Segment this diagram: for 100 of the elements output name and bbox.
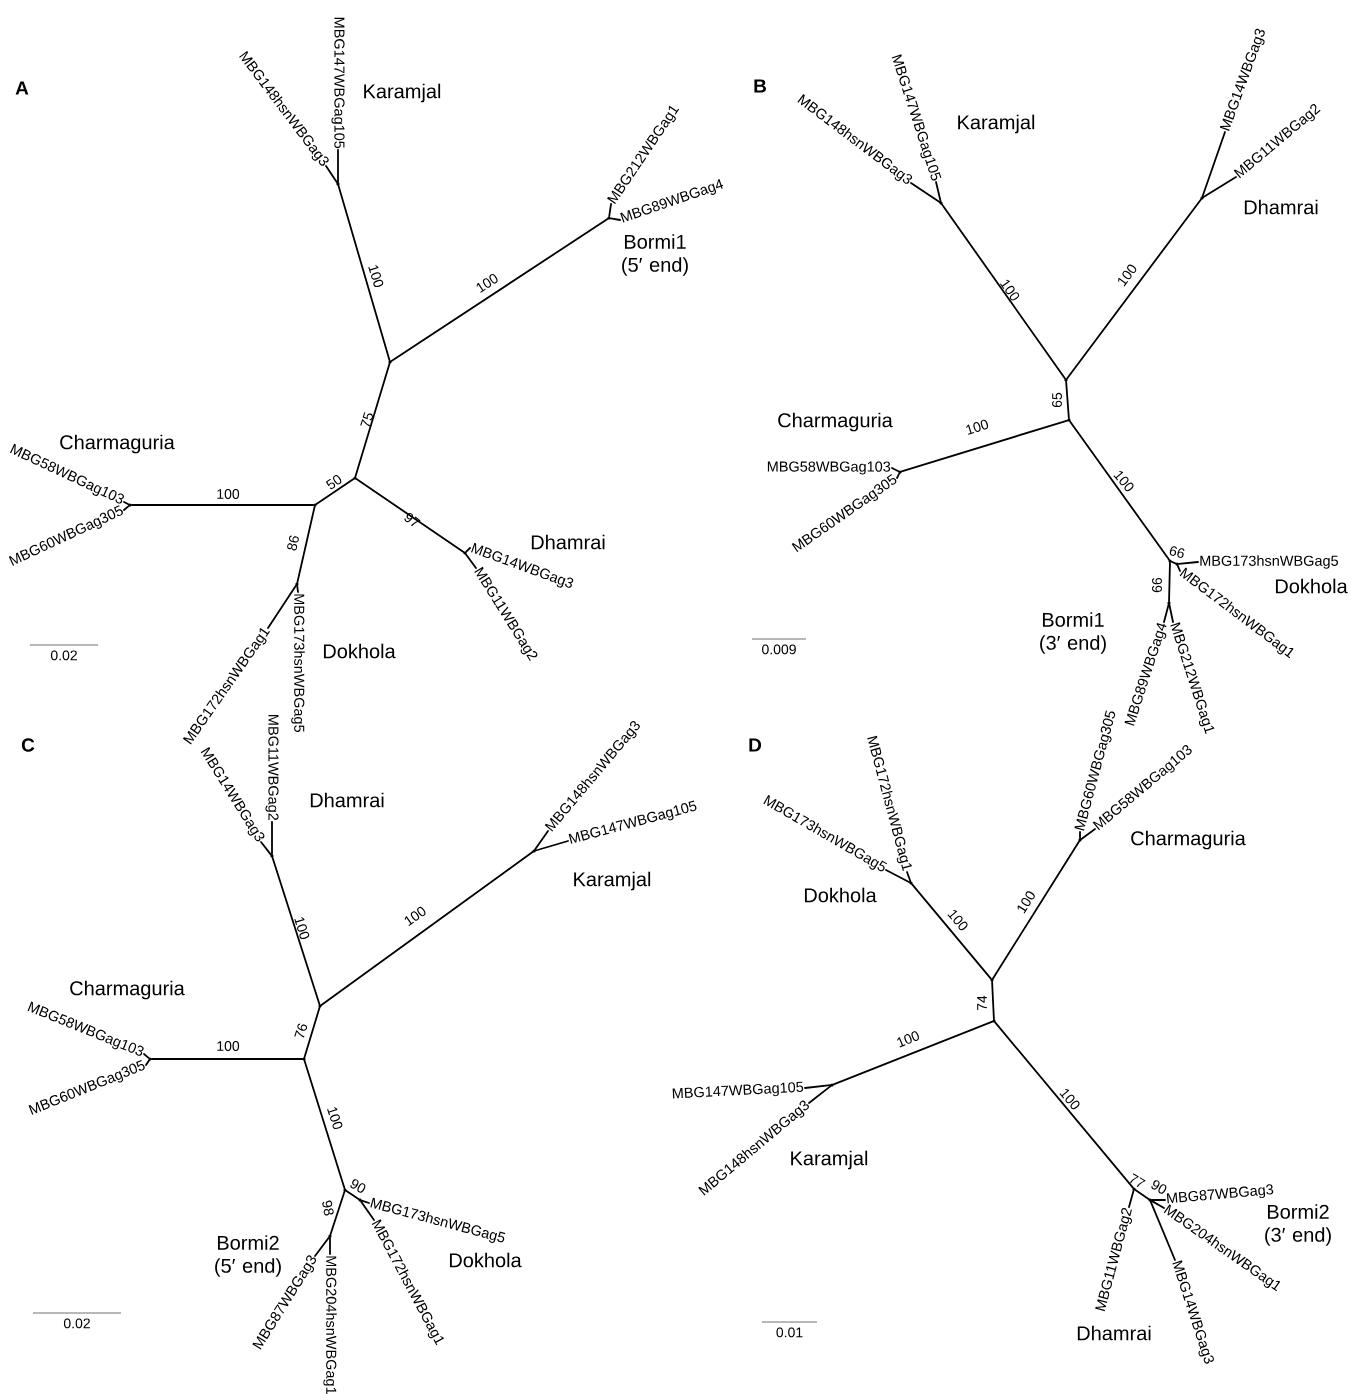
clade-label: Charmaguria xyxy=(778,412,893,432)
panel-letter: A xyxy=(15,81,29,95)
bootstrap-value: 100 xyxy=(217,489,240,499)
branch-line xyxy=(329,1190,346,1236)
branch-line xyxy=(271,856,321,1006)
bootstrap-value: 100 xyxy=(1118,264,1137,287)
branch-line xyxy=(935,181,942,203)
branch-line xyxy=(910,182,941,203)
leaf-label: MBG87WBGag3 xyxy=(1166,1184,1274,1204)
branch-point xyxy=(358,1198,362,1202)
branch-line xyxy=(885,869,911,884)
bootstrap-value: 100 xyxy=(1059,1089,1080,1110)
branch-line xyxy=(465,547,471,553)
branch-line xyxy=(906,871,912,883)
branch-point xyxy=(295,582,299,586)
branch-line xyxy=(315,478,355,505)
branch-line xyxy=(337,184,391,362)
bootstrap-value: 100 xyxy=(476,274,498,293)
bootstrap-value: 100 xyxy=(897,1031,919,1048)
branch-line xyxy=(896,472,901,479)
bootstrap-value: 76 xyxy=(294,1023,308,1038)
branch-line xyxy=(1065,380,1070,420)
branch-point xyxy=(909,881,913,885)
branch-line xyxy=(345,1190,360,1200)
branch-point xyxy=(343,1188,347,1192)
branch-line xyxy=(123,505,130,511)
branch-point xyxy=(128,503,132,507)
branch-line xyxy=(1066,198,1202,380)
bootstrap-value: 100 xyxy=(327,1107,343,1130)
branch-point xyxy=(463,551,467,555)
leaf-label: MBG173hsnWBGag5 xyxy=(1200,555,1338,569)
branch-line xyxy=(303,1059,346,1190)
branch-point xyxy=(353,476,357,480)
branch-line xyxy=(320,851,534,1006)
branch-line xyxy=(609,217,621,221)
bootstrap-value: 100 xyxy=(294,917,310,940)
branch-line xyxy=(1150,1199,1166,1201)
branch-point xyxy=(318,1004,322,1008)
clade-label: Dokhola xyxy=(449,1252,522,1268)
scale-bar: 0.009 xyxy=(751,638,807,655)
bootstrap-value: 100 xyxy=(217,1041,240,1051)
branch-line xyxy=(994,1021,1134,1189)
branch-line xyxy=(1176,564,1181,572)
panel-letter: D xyxy=(749,738,762,752)
branch-line xyxy=(1177,561,1199,565)
clade-label: Karamjal xyxy=(958,114,1035,134)
bootstrap-value: 65 xyxy=(1052,392,1062,408)
branch-line xyxy=(534,830,549,851)
branch-line xyxy=(608,203,612,218)
branch-line xyxy=(360,1200,375,1221)
clade-label: Karamjal xyxy=(364,83,441,103)
branch-line xyxy=(804,1084,832,1089)
branch-point xyxy=(148,1057,152,1061)
branch-line xyxy=(808,1085,832,1104)
bootstrap-value: 98 xyxy=(322,1200,334,1216)
branch-line xyxy=(329,1236,331,1255)
branch-point xyxy=(336,182,340,186)
bootstrap-value: 74 xyxy=(977,995,987,1011)
clade-label: Dokhola xyxy=(804,887,877,903)
branch-line xyxy=(534,840,569,852)
bootstrap-value: 100 xyxy=(966,419,989,435)
bootstrap-value: 99 xyxy=(1152,577,1162,593)
branch-point xyxy=(1132,1187,1136,1191)
branch-point xyxy=(532,849,536,853)
branch-line xyxy=(390,218,609,362)
branch-point xyxy=(992,1019,996,1023)
branch-line xyxy=(354,362,391,478)
branch-line xyxy=(1168,603,1174,623)
branch-point xyxy=(1167,601,1171,605)
branch-point xyxy=(1078,838,1082,842)
branch-point xyxy=(1168,559,1172,563)
branch-line xyxy=(1170,560,1177,565)
clade-label: Bormi1 (3′ end) xyxy=(1040,612,1106,654)
branch-point xyxy=(990,978,994,982)
branch-line xyxy=(1149,1200,1176,1261)
branch-point xyxy=(898,470,902,474)
branch-line xyxy=(1202,176,1237,198)
branch-line xyxy=(1150,1200,1165,1209)
branch-line xyxy=(941,203,1066,380)
branch-line xyxy=(465,553,477,569)
bootstrap-value: 90 xyxy=(350,1179,366,1193)
branch-point xyxy=(388,360,392,364)
clade-label: Karamjal xyxy=(574,871,651,891)
branch-line xyxy=(143,1053,150,1059)
branch-line xyxy=(130,504,315,506)
clade-label: Dhamrai xyxy=(1244,199,1318,215)
leaf-label: MBG58WBGag103 xyxy=(767,461,891,475)
scale-bar: 0.02 xyxy=(29,644,99,661)
branch-line xyxy=(260,841,272,856)
bootstrap-value: 50 xyxy=(325,475,342,490)
branch-line xyxy=(355,478,465,553)
branch-point xyxy=(1148,1198,1152,1202)
branch-point xyxy=(830,1083,834,1087)
branch-line xyxy=(296,505,316,584)
branch-point xyxy=(1175,562,1179,566)
branch-line xyxy=(1168,561,1171,603)
scale-bar: 0.01 xyxy=(761,1321,818,1338)
branch-line xyxy=(1079,831,1081,840)
clade-label: Bormi1 (5′ end) xyxy=(622,234,688,276)
bootstrap-value: 100 xyxy=(999,279,1020,301)
